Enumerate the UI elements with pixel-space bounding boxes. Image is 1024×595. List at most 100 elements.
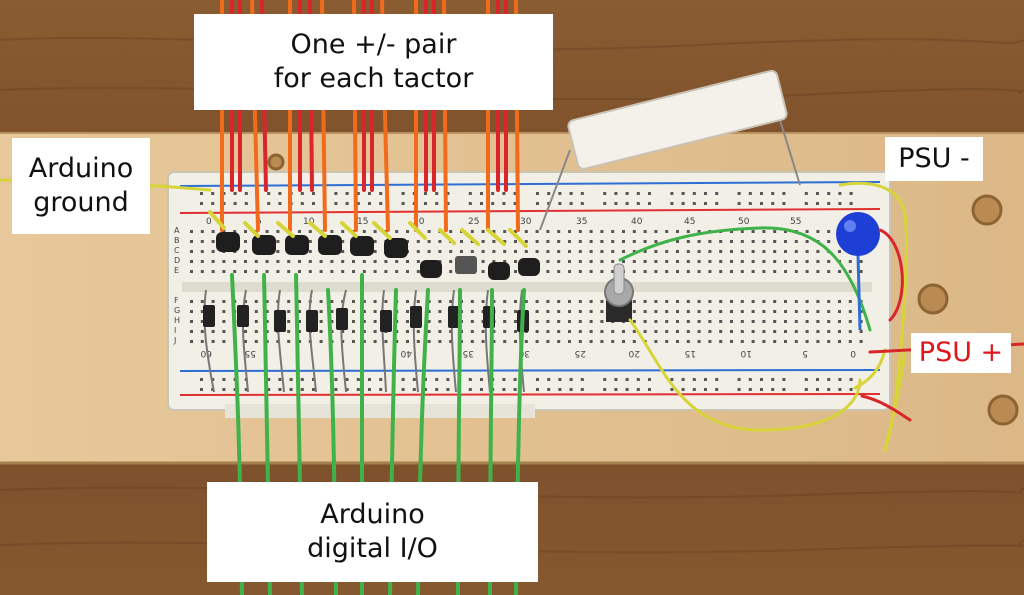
col-label: 55 bbox=[790, 217, 801, 227]
hole bbox=[503, 260, 507, 263]
hole bbox=[686, 300, 690, 303]
hole bbox=[547, 192, 551, 195]
hole bbox=[312, 388, 315, 391]
hole bbox=[625, 378, 629, 381]
hole bbox=[697, 260, 701, 263]
row-label: C bbox=[174, 246, 180, 255]
hole bbox=[730, 330, 733, 333]
hole bbox=[773, 270, 777, 273]
hole bbox=[665, 230, 669, 233]
hole bbox=[558, 192, 562, 195]
hole bbox=[804, 192, 808, 195]
hole bbox=[715, 388, 719, 391]
hole bbox=[730, 310, 733, 313]
breadboard bbox=[167, 171, 891, 418]
hole bbox=[816, 192, 819, 195]
hole bbox=[600, 260, 604, 263]
hole bbox=[395, 340, 399, 343]
hole bbox=[636, 378, 640, 381]
hole bbox=[849, 192, 853, 195]
hole bbox=[805, 250, 809, 253]
hole bbox=[737, 202, 741, 205]
hole bbox=[557, 260, 561, 263]
hole bbox=[751, 340, 755, 343]
hole bbox=[211, 240, 215, 243]
hole bbox=[692, 192, 696, 195]
hole bbox=[762, 240, 766, 243]
col-label: 35 bbox=[576, 217, 587, 227]
hole bbox=[319, 330, 323, 333]
hole bbox=[356, 388, 360, 391]
hole bbox=[379, 202, 383, 205]
hole bbox=[200, 320, 204, 323]
hole bbox=[308, 250, 312, 253]
hole bbox=[546, 260, 550, 263]
hole bbox=[449, 250, 453, 253]
hole bbox=[804, 202, 808, 205]
hole bbox=[190, 230, 193, 233]
hole bbox=[670, 388, 674, 391]
hole bbox=[492, 330, 496, 333]
hole bbox=[603, 192, 607, 195]
hole bbox=[794, 330, 798, 333]
hole bbox=[648, 202, 651, 205]
hole bbox=[435, 388, 439, 391]
hole bbox=[200, 340, 204, 343]
hole bbox=[737, 192, 741, 195]
hole bbox=[503, 310, 507, 313]
hole bbox=[748, 388, 752, 391]
hole bbox=[384, 270, 388, 273]
hole bbox=[697, 230, 701, 233]
hole bbox=[298, 270, 301, 273]
hole bbox=[341, 250, 345, 253]
hole bbox=[636, 388, 640, 391]
hole bbox=[384, 340, 388, 343]
hole bbox=[654, 260, 658, 263]
hole bbox=[546, 340, 550, 343]
hole bbox=[751, 270, 755, 273]
hole bbox=[368, 202, 371, 205]
col-label: 15 bbox=[685, 348, 696, 358]
hole bbox=[760, 202, 763, 205]
hole bbox=[514, 310, 517, 313]
hole bbox=[276, 260, 280, 263]
hole bbox=[200, 192, 203, 195]
hole bbox=[740, 260, 744, 263]
hole bbox=[569, 202, 573, 205]
hole bbox=[848, 310, 852, 313]
hole bbox=[784, 270, 787, 273]
hole bbox=[244, 240, 247, 243]
col-label: 45 bbox=[684, 217, 695, 227]
hole bbox=[697, 340, 701, 343]
hole bbox=[730, 300, 733, 303]
hole bbox=[784, 260, 787, 263]
hole bbox=[362, 320, 366, 323]
row-letters: A B C D E F G H I J bbox=[173, 226, 180, 345]
hole bbox=[730, 320, 733, 323]
hole bbox=[547, 378, 551, 381]
hole bbox=[536, 192, 539, 195]
hole bbox=[838, 378, 842, 381]
hole bbox=[276, 340, 280, 343]
hole bbox=[401, 388, 405, 391]
hole bbox=[784, 250, 787, 253]
hole bbox=[244, 300, 247, 303]
hole bbox=[697, 320, 701, 323]
hole bbox=[719, 310, 723, 313]
hole bbox=[794, 310, 798, 313]
hole bbox=[600, 240, 604, 243]
hole bbox=[427, 250, 431, 253]
hole bbox=[190, 340, 193, 343]
hole bbox=[708, 250, 712, 253]
hole bbox=[740, 330, 744, 333]
hole bbox=[600, 230, 604, 233]
hole bbox=[704, 202, 707, 205]
hole bbox=[665, 300, 669, 303]
hole bbox=[546, 320, 550, 323]
hole bbox=[816, 378, 819, 381]
transistors bbox=[216, 232, 540, 280]
hole bbox=[373, 300, 377, 303]
hole bbox=[546, 230, 550, 233]
hole bbox=[708, 260, 712, 263]
hole bbox=[804, 388, 808, 391]
